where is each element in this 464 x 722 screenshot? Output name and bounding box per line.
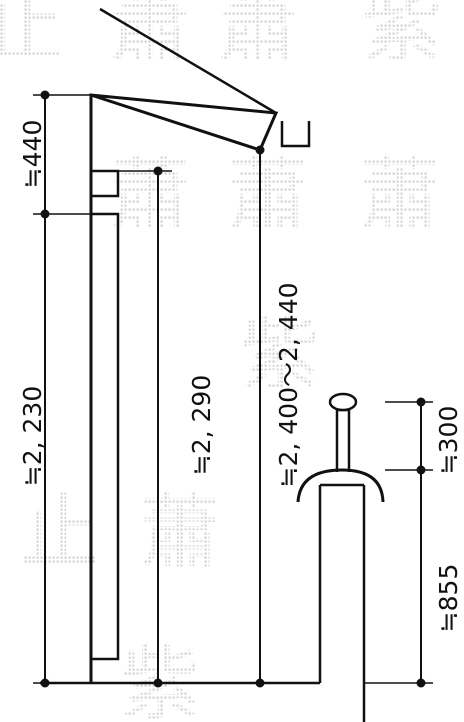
gutter — [280, 121, 311, 148]
watermark-char-7: 蕭 — [360, 148, 440, 241]
dim-dot-5 — [153, 678, 163, 688]
watermark: 蕭 蕭 紫 止 蕭 蕭 蕭 紫 止 蕭 紫 — [0, 0, 442, 722]
canopy — [89, 7, 311, 683]
gate-cap — [296, 468, 385, 503]
canopy-top-edge — [99, 7, 277, 115]
dim-label-eave: ≒2, 400〜2, 440 — [274, 282, 303, 487]
post-panel-outline — [91, 212, 120, 661]
dim-dot-8 — [416, 397, 426, 407]
dim-dot-10 — [416, 678, 426, 688]
bracket — [91, 169, 120, 198]
handle-knob — [328, 392, 358, 412]
dim-label-lower: ≒855 — [434, 564, 463, 633]
handle-stem — [335, 408, 351, 472]
post-panel — [91, 169, 120, 661]
watermark-char-6: 蕭 — [228, 148, 308, 241]
watermark-char-9: 止 — [20, 486, 100, 579]
watermark-char-5: 蕭 — [110, 148, 190, 241]
dim-dot-7 — [255, 678, 265, 688]
gate — [296, 392, 385, 722]
dim-dot-6 — [255, 145, 265, 155]
watermark-char-1: 蕭 — [110, 0, 190, 73]
watermark-char-2: 蕭 — [218, 0, 298, 73]
dim-label-canopy: ≒440 — [18, 120, 47, 189]
watermark-char-8: 紫 — [240, 308, 320, 401]
watermark-char-3: 紫 — [362, 0, 442, 73]
dimension-lines — [33, 90, 433, 688]
dim-dot-4 — [153, 166, 163, 176]
dim-label-post: ≒2, 290 — [187, 375, 216, 476]
dim-dot-2 — [40, 209, 50, 219]
dim-label-total: ≒2, 230 — [18, 386, 47, 487]
dim-dot-1 — [40, 90, 50, 100]
watermark-char-10: 蕭 — [140, 486, 220, 579]
dim-dot-9 — [416, 465, 426, 475]
dim-label-handle: ≒300 — [434, 406, 463, 475]
watermark-char-4: 止 — [0, 0, 64, 73]
dim-dot-3 — [40, 678, 50, 688]
dimension-labels: ≒440 ≒2, 230 ≒2, 290 ≒2, 400〜2, 440 ≒300… — [18, 120, 463, 633]
